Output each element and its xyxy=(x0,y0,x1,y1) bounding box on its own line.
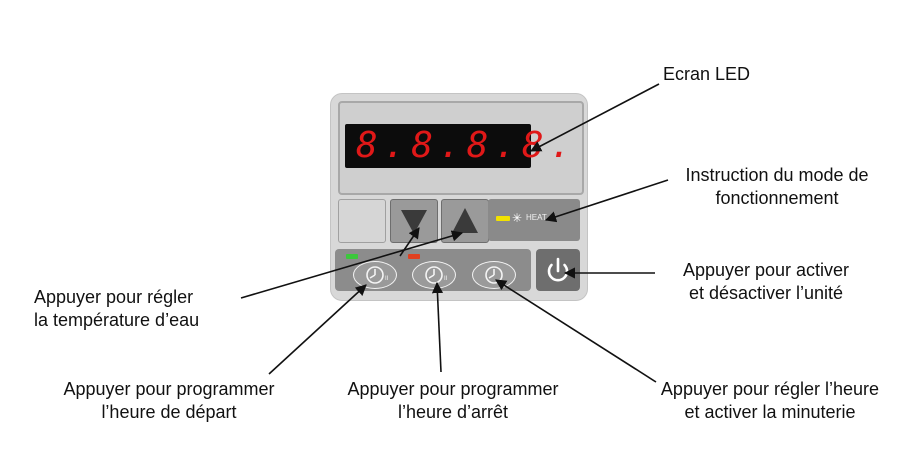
callout-start-time: Appuyer pour programmer l’heure de dépar… xyxy=(30,378,308,424)
callout-mode-line-1: Instruction du mode de xyxy=(685,165,869,185)
callout-start-time-line-2: l’heure de départ xyxy=(101,402,237,422)
svg-text:II: II xyxy=(385,276,389,282)
callout-power: Appuyer pour activer et désactiver l’uni… xyxy=(652,259,880,305)
triangle-down-icon xyxy=(401,210,427,234)
callout-clock-timer: Appuyer pour régler l’heure et activer l… xyxy=(628,378,912,424)
callout-clock-timer-line-2: et activer la minuterie xyxy=(684,402,856,422)
clock-timer-button[interactable] xyxy=(472,261,516,289)
leader-stop-time xyxy=(431,281,444,373)
callout-mode-line-2: fonctionnement xyxy=(715,188,839,208)
callout-power-line-2: et désactiver l’unité xyxy=(688,283,844,303)
stop-timer-led xyxy=(408,254,420,259)
mode-label: HEAT xyxy=(526,213,547,222)
leader-temp-down xyxy=(399,227,420,257)
callout-temperature-line-1: Appuyer pour régler xyxy=(34,287,194,307)
stop-time-button[interactable]: II xyxy=(412,261,456,289)
clock-icon xyxy=(485,266,503,284)
led-screen xyxy=(345,124,531,168)
mode-led xyxy=(496,216,510,221)
leader-mode xyxy=(544,179,669,223)
callout-temperature-line-2: la température d’eau xyxy=(34,310,200,330)
temperature-up-button[interactable] xyxy=(441,199,489,243)
callout-stop-time: Appuyer pour programmer l’heure d’arrêt xyxy=(314,378,592,424)
leader-led-screen xyxy=(530,83,660,152)
callout-stop-time-line-1: Appuyer pour programmer xyxy=(347,379,559,399)
callout-stop-time-line-2: l’heure d’arrêt xyxy=(397,402,509,422)
svg-text:II: II xyxy=(444,276,448,282)
callout-start-time-line-1: Appuyer pour programmer xyxy=(63,379,275,399)
callout-temperature: Appuyer pour régler la température d’eau xyxy=(34,286,199,332)
callout-power-line-1: Appuyer pour activer xyxy=(682,260,850,280)
triangle-up-icon xyxy=(452,208,478,233)
callout-clock-timer-line-1: Appuyer pour régler l’heure xyxy=(660,379,880,399)
blank-key[interactable] xyxy=(338,199,386,243)
leader-temp-up xyxy=(240,230,464,299)
temperature-down-button[interactable] xyxy=(390,199,438,243)
callout-led-screen: Ecran LED xyxy=(663,64,751,84)
clock-icon: II xyxy=(366,266,389,284)
callout-mode: Instruction du mode de fonctionnement xyxy=(658,164,896,210)
leader-clock-timer xyxy=(495,279,657,383)
snowflake-sun-icon: ✳ xyxy=(512,211,523,225)
start-timer-led xyxy=(346,254,358,259)
leader-start-time xyxy=(268,284,367,375)
